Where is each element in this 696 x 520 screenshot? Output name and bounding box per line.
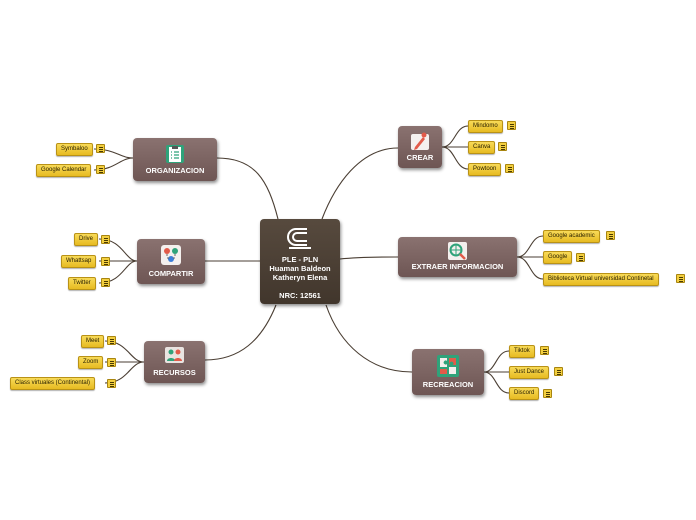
branch-label: CREAR: [406, 153, 434, 162]
leaf-whattsap[interactable]: Whattsap: [61, 255, 97, 268]
note-icon[interactable]: [101, 278, 110, 287]
leaf-discord[interactable]: Discord: [509, 387, 540, 400]
note-icon[interactable]: [606, 231, 615, 240]
central-topic[interactable]: PLE - PLN Huaman Baldeon Katheryn Elena …: [260, 219, 340, 304]
leaf-just-dance[interactable]: Just Dance: [509, 366, 550, 379]
central-title: PLE - PLN: [281, 255, 319, 264]
note-icon[interactable]: [101, 235, 110, 244]
note-icon[interactable]: [507, 121, 516, 130]
create-icon: [411, 132, 429, 150]
note-icon[interactable]: [576, 253, 585, 262]
note-icon[interactable]: [543, 389, 552, 398]
note-icon[interactable]: [101, 257, 110, 266]
branch-compartir[interactable]: COMPARTIR: [137, 239, 205, 284]
people-share-icon: [161, 245, 181, 265]
central-name-2: Katheryn Elena: [272, 273, 328, 282]
leaf-canva[interactable]: Canva: [468, 141, 496, 154]
central-name-1: Huaman Baldeon: [269, 264, 331, 273]
checklist-icon: [166, 145, 184, 163]
branch-extraer-informacion[interactable]: EXTRAER INFORMACION: [398, 237, 517, 277]
branch-recursos[interactable]: RECURSOS: [144, 341, 205, 383]
leaf-meet[interactable]: Meet: [81, 335, 105, 348]
central-nrc: NRC: 12561: [279, 291, 321, 300]
note-icon[interactable]: [107, 358, 116, 367]
resources-icon: [165, 347, 184, 363]
leaf-drive[interactable]: Drive: [74, 233, 99, 246]
branch-label: EXTRAER INFORMACION: [411, 262, 504, 271]
note-icon[interactable]: [498, 142, 507, 151]
university-logo-icon: [287, 228, 311, 249]
note-icon[interactable]: [96, 144, 105, 153]
leaf-biblioteca-virtual[interactable]: Biblioteca Virtual universidad Contineta…: [543, 273, 659, 286]
branch-label: COMPARTIR: [148, 269, 194, 278]
leaf-tiktok[interactable]: Tiktok: [509, 345, 535, 358]
branch-label: RECURSOS: [153, 368, 196, 377]
branch-recreacion[interactable]: RECREACION: [412, 349, 484, 395]
note-icon[interactable]: [505, 164, 514, 173]
note-icon[interactable]: [107, 379, 116, 388]
leaf-zoom[interactable]: Zoom: [78, 356, 104, 369]
branch-label: ORGANIZACION: [145, 166, 205, 175]
search-globe-icon: [448, 242, 467, 260]
leaf-twitter[interactable]: Twitter: [68, 277, 96, 290]
note-icon[interactable]: [540, 346, 549, 355]
leaf-google[interactable]: Google: [543, 251, 573, 264]
note-icon[interactable]: [554, 367, 563, 376]
note-icon[interactable]: [107, 336, 116, 345]
leaf-symbaloo[interactable]: Symbaloo: [56, 143, 93, 156]
leaf-powtoon[interactable]: Powtoon: [468, 163, 502, 176]
note-icon[interactable]: [676, 274, 685, 283]
leaf-google-academic[interactable]: Google academic: [543, 230, 600, 243]
puzzle-icon: [437, 355, 459, 377]
note-icon[interactable]: [96, 165, 105, 174]
branch-label: RECREACION: [422, 380, 474, 389]
leaf-class-virtuales[interactable]: Class virtuales (Continental): [10, 377, 96, 390]
leaf-google-calendar[interactable]: Google Calendar: [36, 164, 92, 177]
branch-organizacion[interactable]: ORGANIZACION: [133, 138, 217, 181]
branch-crear[interactable]: CREAR: [398, 126, 442, 168]
leaf-mindomo[interactable]: Mindomo: [468, 120, 503, 133]
